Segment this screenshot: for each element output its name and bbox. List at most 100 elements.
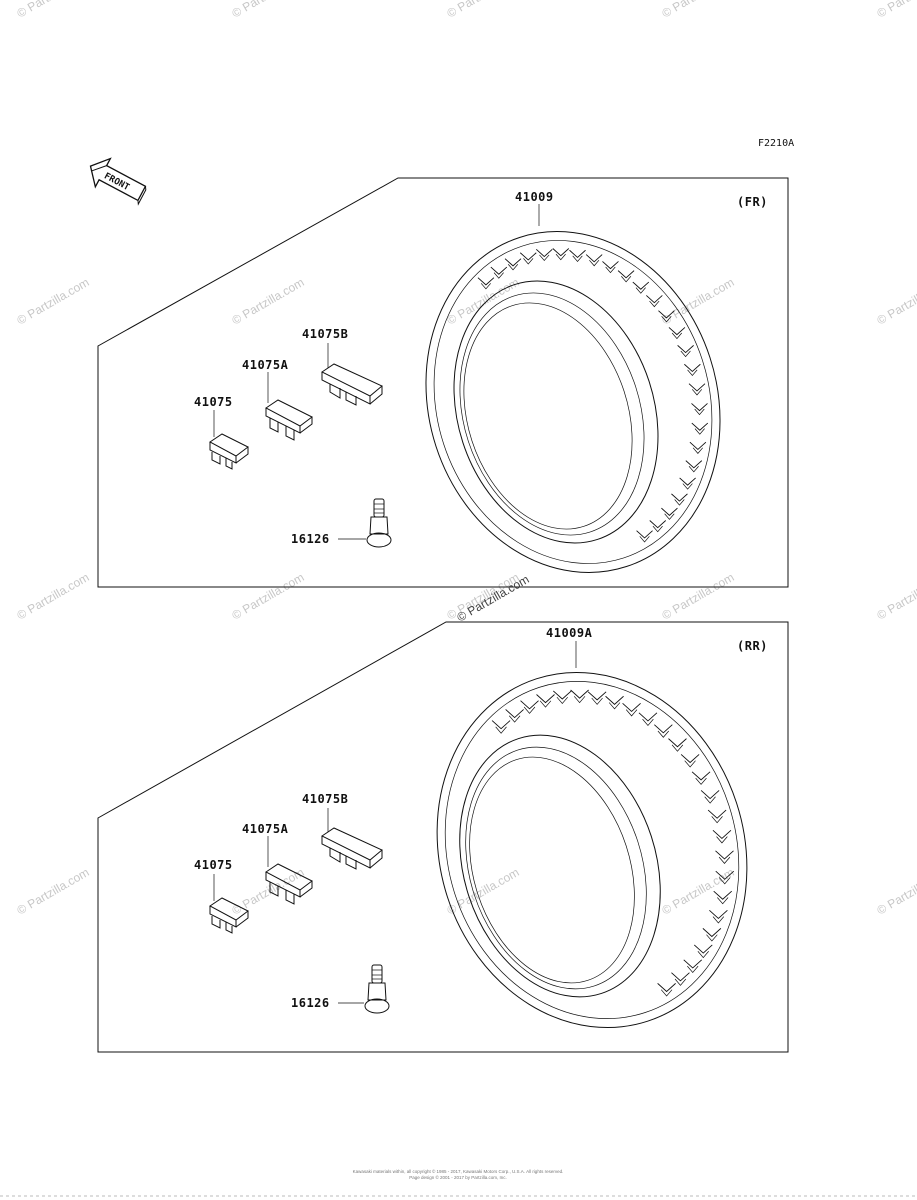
tread-groove — [661, 316, 672, 323]
tread-groove — [704, 796, 716, 804]
watermark-text: © Partzilla.com — [15, 865, 92, 918]
tread-groove — [685, 460, 703, 469]
tread-groove — [709, 909, 728, 920]
tread-groove — [508, 715, 521, 723]
tire-part-rear: 41009A — [546, 626, 593, 640]
tire-part-front: 41009 — [515, 190, 554, 204]
tread-groove — [668, 738, 687, 748]
tread-groove — [711, 816, 723, 824]
tread-groove — [636, 530, 653, 539]
tread-groove — [691, 389, 703, 396]
tread-groove — [692, 447, 703, 454]
tread-groove — [622, 702, 641, 713]
tread-groove — [646, 295, 663, 304]
weight-label-3-front: 41075 — [194, 395, 233, 409]
tread-groove — [671, 332, 683, 340]
tread-groove — [617, 270, 635, 279]
tread-groove — [687, 965, 699, 973]
weight-41075a-rear — [265, 863, 313, 905]
tread-groove — [668, 327, 686, 336]
tread-groove — [520, 700, 539, 710]
tread-groove — [689, 441, 707, 451]
watermark-text: © Partzilla.com — [875, 570, 917, 623]
tread-groove — [589, 259, 600, 267]
watermark-text: © Partzilla.com — [15, 0, 92, 21]
tread-groove — [702, 928, 722, 938]
tread-groove — [715, 870, 735, 880]
tread-groove — [570, 689, 589, 699]
tread-groove — [671, 744, 684, 752]
tread-groove — [523, 258, 534, 265]
tread-groove — [649, 300, 660, 308]
weight-label-2-front: 41075A — [242, 358, 289, 372]
tread-groove — [691, 403, 708, 412]
tread-groove — [680, 754, 700, 764]
tread-groove — [684, 760, 696, 768]
tread-groove — [683, 959, 703, 969]
watermark-text: © Partzilla.com — [875, 275, 917, 328]
tread-groove — [638, 712, 658, 722]
tread-groove — [552, 248, 570, 257]
tread-groove — [719, 877, 731, 885]
tread-groove — [688, 383, 706, 392]
footer-page-design: Page design © 2001 - 2017 by Partzilla.c… — [409, 1174, 507, 1180]
tread-groove — [674, 978, 687, 986]
tread-groove — [625, 709, 638, 717]
watermark-text: © Partzilla.com — [660, 570, 737, 623]
tread-groove — [591, 697, 603, 705]
tread-groove — [693, 944, 713, 954]
footer-copyright: Kawasaki materials within, all copyright… — [353, 1168, 564, 1174]
tread-groove — [715, 850, 734, 860]
tread-groove — [490, 266, 508, 275]
tread-groove — [658, 310, 675, 319]
tread-groove — [535, 248, 553, 258]
tread-groove — [694, 408, 705, 416]
watermark-text: © Partzilla.com — [445, 0, 522, 21]
tread-groove — [691, 422, 709, 431]
watermark-text: © Partzilla.com — [15, 275, 92, 328]
tread-groove — [717, 897, 729, 905]
tread-groove — [671, 493, 688, 502]
tread-groove — [491, 720, 511, 730]
valve-stem-rear — [364, 964, 390, 1014]
weight-label-1-front: 41075B — [302, 327, 348, 341]
watermark-text: © Partzilla.com — [230, 275, 307, 328]
tread-groove — [700, 790, 720, 800]
tread-groove — [539, 700, 552, 708]
watermark-text: © Partzilla.com — [15, 570, 92, 623]
weight-label-1-rear: 41075B — [302, 792, 348, 806]
tread-groove — [504, 258, 522, 267]
weight-41075b-front — [321, 363, 383, 406]
tread-groove — [660, 989, 673, 997]
tread-groove — [602, 261, 619, 270]
tread-groove — [674, 499, 685, 506]
tread-groove — [539, 254, 550, 262]
tire-rear — [436, 671, 748, 1029]
tread-groove — [493, 272, 504, 279]
tread-groove — [707, 809, 727, 819]
watermark-text: © Partzilla.com — [445, 275, 522, 328]
tire-front-tread — [477, 248, 709, 543]
tread-groove — [679, 477, 696, 486]
tread-groove — [694, 428, 705, 435]
tread-groove — [639, 536, 650, 543]
tread-groove — [713, 890, 733, 900]
tread-groove — [706, 934, 718, 942]
tread-groove — [664, 513, 675, 520]
weight-41075-front — [209, 433, 249, 470]
weight-41075b-rear — [321, 827, 383, 870]
tread-groove — [536, 694, 555, 704]
tread-groove — [712, 916, 725, 924]
watermark-text: © Partzilla.com — [230, 0, 307, 21]
watermark-text: © Partzilla.com — [875, 0, 917, 21]
figure-code: F2210A — [758, 138, 794, 149]
tread-groove — [661, 507, 678, 516]
tread-groove — [632, 281, 650, 290]
tread-groove — [688, 465, 699, 473]
tread-groove — [480, 283, 491, 290]
tread-groove — [654, 724, 673, 734]
valve-part-rear: 16126 — [291, 996, 330, 1010]
front-arrow-icon: FRONT — [89, 157, 147, 206]
tread-groove — [608, 702, 621, 710]
